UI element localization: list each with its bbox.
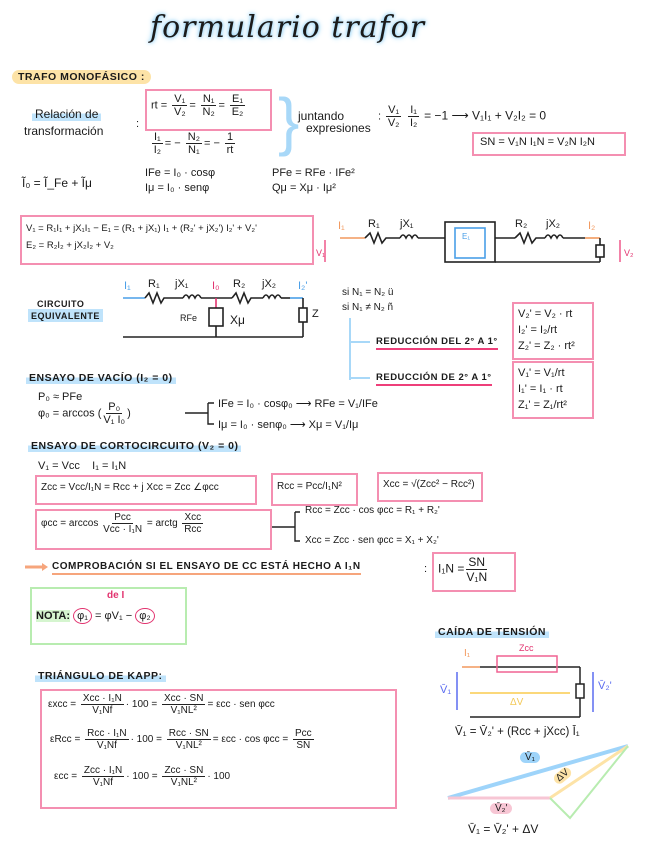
qmu-formula: Qμ = Xμ · Iμ² [272,182,336,194]
relacion-label-2: transformación [24,124,104,138]
label-jx2: jX₂ [546,218,561,230]
xcc-formula: Xcc = √(Zcc² − Rcc²) [383,479,475,490]
voltage-drop-circuit [456,655,594,718]
eq-label-z: Z [312,308,319,320]
v1-equation: V₁ = R₁I₁ + jX₁I₁ − E₁ = (R₁ + jX₁) I₁ +… [26,223,257,234]
zcc-formula: Zcc = Vcc/I₁N = Rcc + j Xcc = Zcc ∠φcc [41,482,219,493]
kapp-box [40,689,397,809]
pfe-formula: PFe = RFe · IFe² [272,167,355,179]
phasor-equation: V̄₁ = V̄₂' + ΔV [468,822,539,836]
eq-label-i2p: I₂' [298,280,308,292]
transformer-circuit [324,221,621,263]
caida-v2p: V̄₂' [598,680,612,692]
label-v2: V₂ [624,248,634,258]
comprobacion-label: COMPROBACIÓN SI EL ENSAYO DE CC ESTÁ HEC… [52,561,361,575]
branch-lines [185,402,300,542]
label-v1: V₁ [316,248,326,258]
reduccion-2: REDUCCIÓN DE 2° A 1° [376,372,492,386]
p0-formula: P₀ ≈ PFe [38,391,83,403]
rcc-r1-r2: Rcc = Zcc · cos φcc = R₁ + R₂' [305,505,440,516]
heading-cortocircuito: ENSAYO DE CORTOCIRCUITO (V₂ = 0) [28,440,242,452]
label-i1: I₁ [338,220,345,232]
phasor-triangle [549,745,629,820]
cc-conditions: V₁ = Vcc I₁ = I₁N [38,460,127,472]
heading-kapp: TRIÁNGULO DE KAPP: [35,670,166,682]
phasor-v1 [447,744,629,800]
i0-formula: Ĩ₀ = Ĩ_Fe + Ĩμ [22,176,92,190]
phasor-label-v1: V̄₁ [520,752,541,763]
brace: } [278,85,300,157]
nota-box [30,587,187,645]
eq-label-r1: R₁ [148,278,160,290]
i1n-box [432,552,516,592]
caida-v1: V̄₁ [440,684,452,696]
label-i2: I₂ [588,220,596,232]
si-igual: si N₁ = N₂ ü [342,287,394,298]
xcc-box [377,472,483,502]
reduccion-box-2 [512,361,594,419]
sn-box [472,132,626,156]
eq-label-xmu: Xμ [230,313,245,327]
label-r1: R₁ [368,218,380,230]
eq-label-rfe: RFe [180,313,198,323]
rcc-box [271,473,358,506]
caida-zcc: Zcc [519,643,534,653]
nota-formula: NOTA: φ₁ = φV₁ − φ₂ [36,608,155,624]
reduccion-1: REDUCCIÓN DEL 2° A 1° [376,336,498,350]
heading-vacio: ENSAYO DE VACÍO (I₂ = 0) [26,372,176,384]
xcc-x1-x2: Xcc = Zcc · sen φcc = X₁ + X₂' [305,535,439,546]
phasor-label-v2p: V̄₂' [490,803,513,814]
nota-de-i: de I [107,590,125,601]
colon: : [424,563,428,575]
caida-i1: I₁ [464,648,471,659]
e2-equation: E₂ = R₂I₂ + jX₂I₂ + V₂ [26,240,114,251]
page-title: formulario trafor [150,10,426,45]
caida-equation: V̄₁ = V̄₂' + (Rcc + jXcc) Ī₁ [455,726,580,738]
reduccion-box-1 [512,302,594,360]
eq-label-r2: R₂ [233,278,246,290]
voltage-equations-box [20,215,314,265]
colon: : [136,118,140,130]
si-distinto: si N₁ ≠ N₂ ñ [342,302,394,313]
rt-box [145,89,272,131]
rcc-formula: Rcc = Pcc/I₁N² [277,481,342,492]
label-jx1: jX₁ [400,218,414,230]
imu-xmu-formula: Iμ = I₀ · senφ₀ ⟶ Xμ = V₁/Iμ [218,419,359,431]
ife-formula: IFe = I₀ · cosφ [145,167,216,179]
label-e1: E₁ [462,232,471,241]
imu-formula: Iμ = I₀ · senφ [145,182,210,194]
heading-caida: CAÍDA DE TENSIÓN [435,626,549,638]
caida-dv: ΔV [510,697,524,708]
sn-formula: SN = V₁N I₁N = V₂N I₂N [480,136,595,148]
eq-label-i0: I₀ [212,280,220,292]
eq-label-jx1: jX₁ [175,278,189,290]
phicc-box [35,509,272,550]
heading-trafo: TRAFO MONOFÁSICO : [12,70,151,84]
equivalent-circuit [123,290,370,380]
arrow-comprobacion [25,563,48,571]
phasor-dv [549,744,629,800]
eq-label-i1: I₁ [124,280,131,292]
relacion-label-1: Relación de [32,107,102,121]
ife-rfe-formula: IFe = I₀ · cosφ₀ ⟶ RFe = V₁/IFe [218,398,378,410]
phasor-diagram [447,744,629,820]
eq-label-jx2: jX₂ [262,278,277,290]
label-r2: R₂ [515,218,528,230]
zcc-box [35,475,257,505]
